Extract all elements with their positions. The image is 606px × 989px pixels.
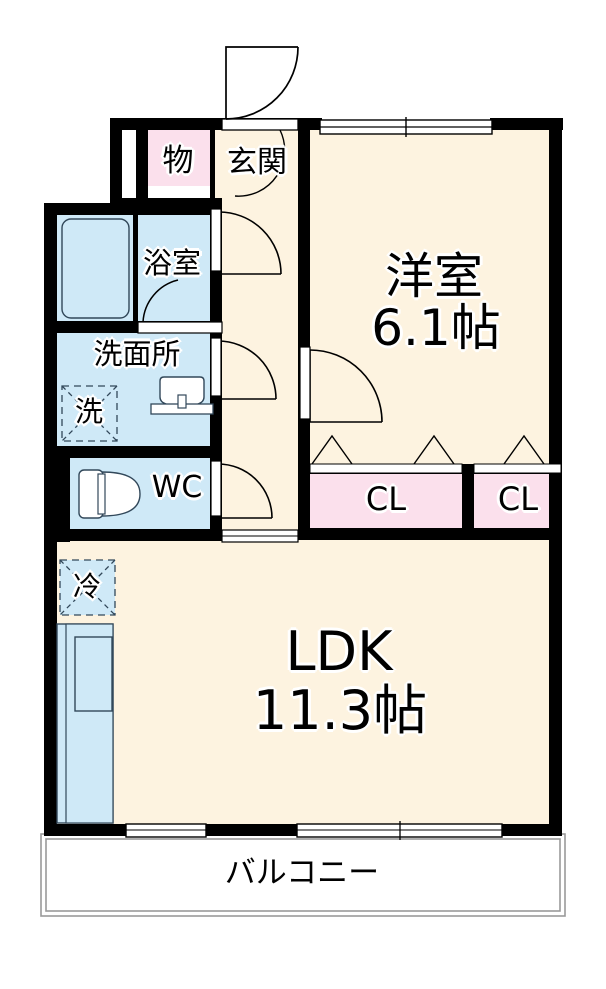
fixture-sink — [74, 636, 113, 712]
door-entrance — [221, 46, 299, 197]
room-fill-mono — [148, 128, 210, 186]
wall-tub-divider — [133, 215, 138, 322]
door-ldk-sliding — [221, 529, 299, 543]
fixture-toilet-bowl — [78, 469, 141, 519]
wall-mono-right — [210, 128, 215, 210]
window-ldk-south-large — [296, 821, 503, 840]
label-cl-left: CL — [365, 480, 407, 518]
wall-washroom-bottom — [44, 446, 222, 458]
label-youshitsu-name: 洋室 — [384, 248, 484, 305]
wall-left-wet — [44, 203, 57, 540]
label-genkan: 玄関 — [227, 145, 287, 180]
label-senmenjo: 洗面所 — [93, 337, 181, 371]
wall-left-ldk — [44, 530, 57, 835]
label-youshitsu-area: 6.1帖 — [371, 299, 501, 357]
label-yokushitsu: 浴室 — [142, 246, 202, 280]
wall-genkan-bottom — [110, 198, 222, 210]
fixture-bathtub — [61, 218, 130, 319]
wall-top-bedroom-right — [490, 118, 563, 130]
fixtures — [56, 218, 214, 824]
door-bathroom — [210, 208, 282, 275]
fixture-washer-space — [61, 385, 118, 442]
door-toilet — [210, 460, 273, 519]
wall-right-outer — [549, 118, 562, 835]
wall-bottom-1 — [44, 824, 126, 836]
wall-closet-divider — [462, 464, 474, 534]
wall-left-mono — [110, 118, 122, 210]
label-mono: 物 — [162, 143, 194, 179]
wall-hallway-right — [298, 118, 310, 535]
room-fill-hallway — [214, 186, 298, 530]
wall-wc-left — [57, 446, 70, 542]
room-fill-cl2 — [474, 472, 561, 528]
label-ldk-name: LDK — [285, 620, 393, 683]
doors — [133, 46, 562, 543]
door-bathroom-inner — [142, 279, 179, 323]
window-bathroom-sash — [137, 321, 223, 334]
wall-bottom-3 — [502, 824, 562, 836]
fixture-washbasin — [150, 376, 214, 415]
label-wc: WC — [151, 470, 203, 505]
label-rei: 冷 — [72, 570, 102, 603]
label-ldk-area: 11.3帖 — [252, 679, 428, 742]
room-fills — [44, 128, 562, 913]
wall-closet-left — [298, 464, 310, 534]
window-bedroom-north — [319, 117, 493, 137]
wall-bottom-2 — [206, 824, 297, 836]
label-balcony: バルコニー — [224, 855, 380, 891]
window-ldk-south-small — [125, 823, 207, 838]
wall-mono-left — [136, 128, 148, 210]
fixture-fridge-space — [59, 559, 116, 616]
room-fill-cl1 — [310, 472, 462, 528]
label-cl-right: CL — [497, 480, 539, 518]
closet-folding-doors — [309, 434, 562, 474]
label-sen: 洗 — [74, 395, 104, 428]
room-fill-ldk — [57, 540, 561, 824]
door-bedroom — [299, 346, 383, 423]
wall-bedroom-bottom — [298, 528, 562, 540]
room-fill-balcony — [44, 837, 562, 913]
door-washroom — [210, 337, 277, 400]
windows — [125, 117, 503, 840]
fixture-kitchen-counter — [56, 623, 114, 824]
